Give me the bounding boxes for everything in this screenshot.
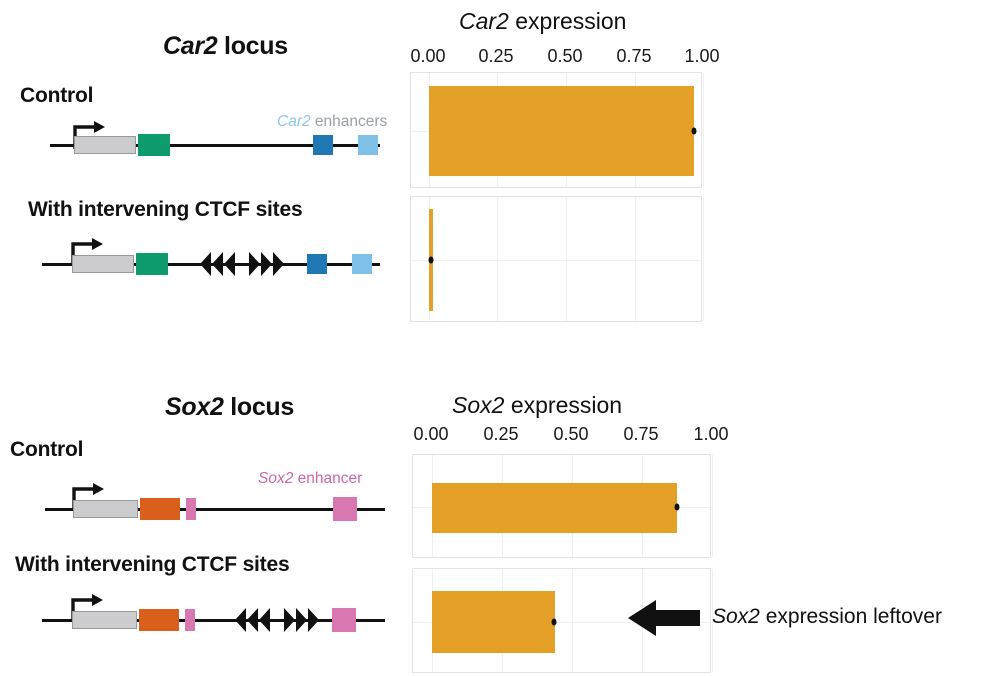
sox2-tick-2: 0.50 (553, 424, 589, 444)
sox2-ctcf-locus-diagram (42, 594, 385, 641)
sox2-control-locus-diagram (45, 478, 385, 526)
car2-exon-box (138, 134, 170, 156)
sox2-proximal-element-box (185, 609, 195, 631)
gene-body-box (74, 136, 136, 154)
leftover-annotation-arrow-icon (628, 600, 700, 636)
gridline-horizontal (411, 260, 701, 261)
sox2-axis-tick-labels: 0.00 0.25 0.50 0.75 1.00 (412, 424, 728, 446)
sox2-ctcf-label: With intervening CTCF sites (15, 553, 290, 576)
sox2-chart-title: Sox2 expression (452, 392, 622, 419)
car2-ctcf-datapoint (428, 256, 434, 264)
sox2-enhancer-box (332, 608, 356, 632)
gridline-1.00 (703, 73, 704, 187)
car2-chart-title-gene: Car2 (459, 8, 509, 34)
sox2-ctcf-datapoint (551, 618, 557, 626)
dna-backbone-line (45, 508, 385, 511)
sox2-control-plot-panel (412, 454, 713, 558)
car2-tick-4: 1.00 (684, 46, 720, 66)
ctcf-sites-icon (200, 252, 284, 276)
sox2-ctcf-plot-panel (412, 568, 713, 673)
sox2-enhancer-callout-label: Sox2 enhancer (258, 470, 362, 488)
sox2-locus-title-gene: Sox2 (165, 393, 224, 421)
car2-tick-1: 0.25 (478, 46, 514, 66)
car2-control-locus-diagram (50, 120, 380, 165)
sox2-enhancer-box (333, 497, 357, 521)
car2-tick-2: 0.50 (547, 46, 583, 66)
sox2-exon-box (139, 609, 179, 631)
gridline-1.00 (703, 197, 704, 321)
sox2-tick-3: 0.75 (623, 424, 659, 444)
car2-ctcf-label: With intervening CTCF sites (28, 198, 303, 221)
gridline-1.00 (712, 569, 713, 672)
sox2-control-bar (432, 483, 677, 533)
sox2-locus-title-rest: locus (223, 393, 295, 421)
gridline-0.50 (566, 197, 567, 321)
car2-enhancer-box-2 (352, 254, 372, 274)
car2-enhancer-callout-gene: Car2 (277, 113, 311, 130)
car2-control-datapoint (691, 127, 697, 135)
car2-control-plot-panel (410, 72, 704, 188)
gridline-1.00 (712, 455, 713, 557)
car2-control-label: Control (20, 84, 94, 107)
sox2-enhancer-callout-gene: Sox2 (258, 470, 294, 487)
car2-enhancer-box-1 (313, 135, 333, 155)
dna-backbone-line (50, 144, 380, 147)
leftover-annotation-text: Sox2 expression leftover (712, 605, 942, 629)
sox2-locus-title: Sox2 locus (165, 393, 294, 422)
car2-control-bar (429, 86, 694, 176)
sox2-proximal-element-box (186, 498, 196, 520)
car2-enhancer-callout-rest: enhancers (310, 113, 388, 130)
gridline-horizontal (413, 622, 710, 623)
sox2-enhancer-callout-rest: enhancer (293, 470, 363, 487)
gridline-0.50 (572, 569, 573, 672)
gene-body-box (72, 611, 137, 629)
car2-ctcf-plot-panel (410, 196, 704, 322)
ctcf-sites-icon (235, 608, 319, 632)
gridline-0.25 (497, 197, 498, 321)
car2-enhancer-box-2 (358, 135, 378, 155)
car2-enhancer-box-1 (307, 254, 327, 274)
car2-chart-title: Car2 expression (459, 8, 626, 35)
car2-locus-title-gene: Car2 (163, 32, 218, 60)
sox2-exon-box (140, 498, 180, 520)
car2-chart-title-rest: expression (515, 8, 627, 34)
gene-body-box (72, 255, 134, 273)
car2-enhancer-callout-label: Car2 enhancers (277, 113, 387, 131)
leftover-annotation-gene: Sox2 (712, 605, 760, 628)
sox2-chart-title-gene: Sox2 (452, 392, 505, 418)
dna-backbone-line (42, 619, 385, 622)
car2-tick-3: 0.75 (616, 46, 652, 66)
sox2-control-datapoint (674, 503, 680, 511)
sox2-ctcf-bar (432, 591, 555, 653)
gridline-0.75 (635, 197, 636, 321)
gene-body-box (73, 500, 138, 518)
sox2-control-label: Control (10, 438, 84, 461)
car2-locus-title-rest: locus (217, 32, 288, 60)
car2-tick-0: 0.00 (410, 46, 446, 66)
sox2-chart-title-rest: expression (510, 392, 623, 418)
car2-locus-title: Car2 locus (163, 32, 288, 61)
sox2-tick-4: 1.00 (693, 424, 729, 444)
car2-ctcf-locus-diagram (42, 238, 380, 290)
sox2-tick-0: 0.00 (413, 424, 449, 444)
sox2-tick-1: 0.25 (483, 424, 519, 444)
leftover-annotation-rest: expression leftover (759, 605, 942, 628)
car2-exon-box (136, 253, 168, 275)
car2-axis-tick-labels: 0.00 0.25 0.50 0.75 1.00 (410, 46, 719, 68)
